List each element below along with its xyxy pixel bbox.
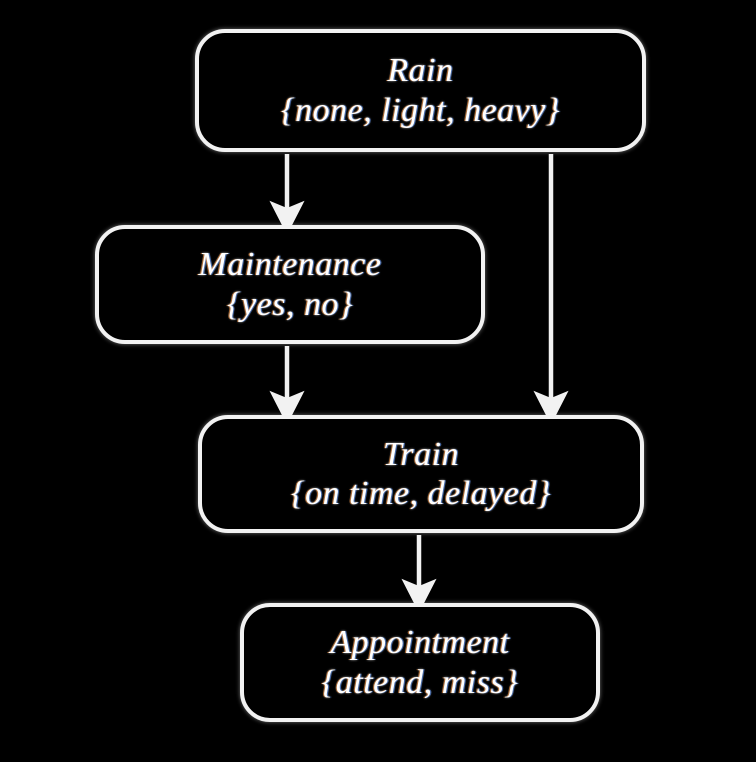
node-train-label: Train (382, 435, 460, 473)
node-rain-label: Rain (387, 52, 454, 90)
node-train-states: {on time, delayed} (291, 475, 551, 512)
node-appointment[interactable]: Appointment {attend, miss} (240, 603, 600, 722)
node-train[interactable]: Train {on time, delayed} (198, 415, 644, 533)
node-maintenance-label: Maintenance (198, 246, 382, 284)
node-appointment-states: {attend, miss} (321, 663, 519, 701)
node-appointment-label: Appointment (330, 624, 510, 662)
node-maintenance-states: {yes, no} (226, 285, 354, 323)
node-maintenance[interactable]: Maintenance {yes, no} (95, 225, 485, 344)
node-rain-states: {none, light, heavy} (281, 91, 560, 129)
node-rain[interactable]: Rain {none, light, heavy} (195, 29, 646, 152)
